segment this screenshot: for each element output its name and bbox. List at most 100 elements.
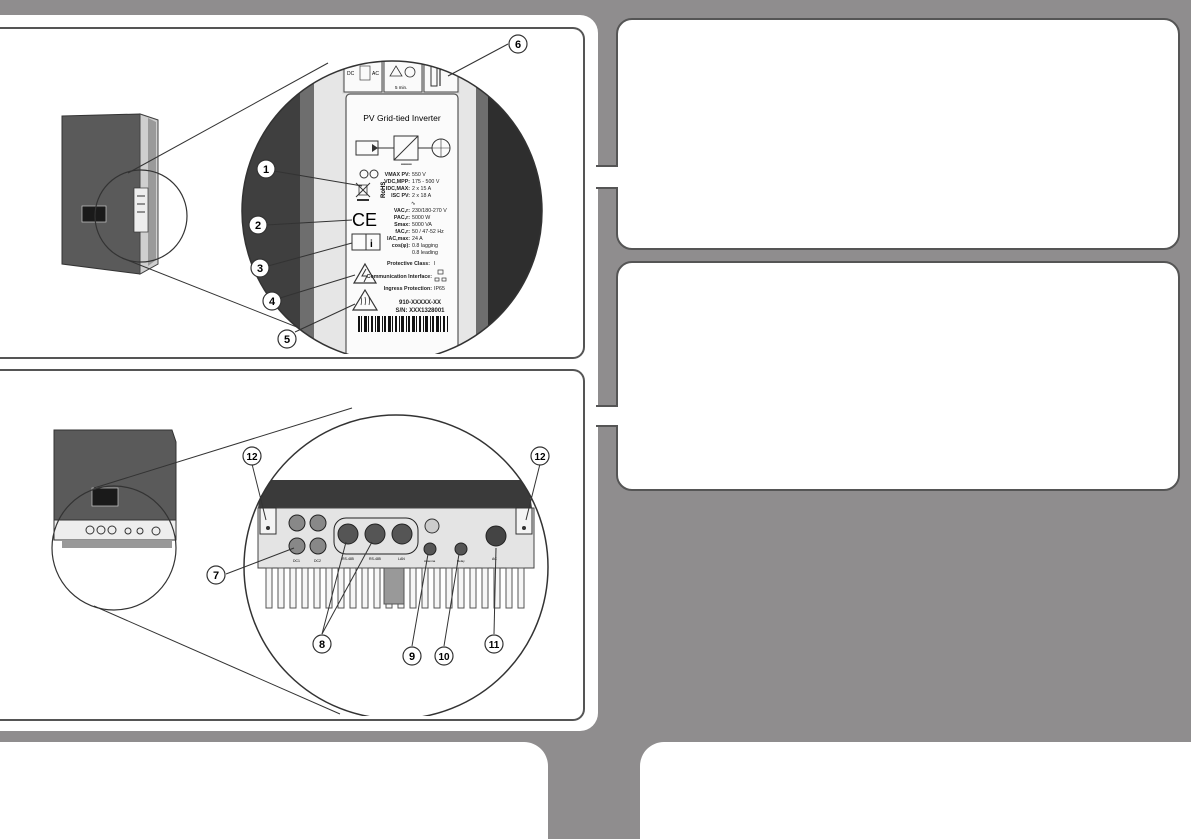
- spec-value: 0.8 leading: [412, 250, 438, 256]
- spec-value: 230/180-270 V: [412, 208, 447, 214]
- spec-name: cos(φ):: [392, 243, 410, 249]
- earth-icon: [369, 169, 379, 179]
- dc-connectors: [288, 514, 327, 555]
- ce-mark-icon: CE: [352, 210, 377, 230]
- svg-text:8: 8: [319, 639, 325, 651]
- spec-value: 5000 W: [412, 215, 430, 221]
- spec-value: 175 - 500 V: [412, 179, 440, 185]
- magnifier-small-circle: [51, 485, 177, 611]
- wait-time: 5 min.: [395, 85, 407, 90]
- relay-connector: [454, 542, 468, 556]
- hot-surface-icon: [351, 288, 379, 311]
- protective-class-value: I: [434, 261, 435, 267]
- timer-icon: [404, 66, 416, 78]
- callout-1: 1: [256, 159, 276, 179]
- callout-8: 8: [312, 634, 332, 654]
- spec-value: 50 / 47-52 Hz: [412, 229, 444, 235]
- ac-label: AC: [492, 557, 497, 561]
- svg-text:3: 3: [257, 263, 263, 275]
- barcode: [358, 316, 448, 332]
- svg-text:4: 4: [269, 296, 276, 308]
- network-icon: [434, 269, 447, 282]
- model-number: 910-XXXXX-XX: [399, 300, 441, 306]
- magnifier-large-circle: [241, 60, 543, 354]
- dc2-label: DC2: [314, 559, 321, 563]
- grid-globe-icon: [431, 138, 451, 158]
- protective-class-label: Protective Class:: [387, 261, 430, 267]
- description-panel-top: [616, 18, 1180, 250]
- read-manual-icon: i: [351, 233, 381, 251]
- spec-name: IAC,max:: [387, 236, 410, 242]
- svg-text:2: 2: [255, 220, 261, 232]
- bottom-panel-right: [640, 742, 1191, 839]
- inverter-symbol-icon: [355, 135, 432, 161]
- svg-text:5: 5: [284, 334, 290, 346]
- callout-4: 4: [262, 291, 282, 311]
- callout-9: 9: [402, 646, 422, 666]
- spec-name: IDC,MAX:: [386, 186, 410, 192]
- spec-name: Smax:: [394, 222, 410, 228]
- pressure-valve: [424, 518, 440, 534]
- svg-text:11: 11: [489, 640, 500, 651]
- svg-text:9: 9: [409, 651, 415, 663]
- panel-connector-top: [596, 165, 618, 189]
- svg-text:1: 1: [263, 164, 269, 176]
- svg-text:6: 6: [515, 39, 521, 51]
- spec-name: PAC,r:: [394, 215, 410, 221]
- callout-2: 2: [248, 215, 268, 235]
- callout-6: 6: [508, 34, 528, 54]
- rs485-out-label: RS-485: [369, 557, 381, 561]
- ac-label: AC: [372, 71, 379, 77]
- spec-value: 2 x 18 A: [412, 193, 432, 199]
- inverter-thumbnail: [61, 113, 159, 275]
- inverter-bottom-thumbnail: [53, 429, 177, 548]
- antenna-label: Antenna: [424, 559, 436, 563]
- antenna-connector: [423, 542, 437, 556]
- spec-name: ISC PV:: [391, 193, 410, 199]
- svg-text:i: i: [370, 239, 373, 250]
- callout-5: 5: [277, 329, 297, 349]
- spec-name: VAC,r:: [394, 208, 410, 214]
- serial-number: S/N: XXX1328001: [395, 308, 445, 314]
- relay-label: Relay: [457, 559, 465, 563]
- ingress-value: IP65: [434, 286, 445, 292]
- spec-value: 5000 VA: [412, 222, 432, 228]
- ingress-label: Ingress Protection:: [384, 286, 433, 292]
- label-title: PV Grid-tied Inverter: [363, 113, 441, 123]
- warning-triangle-icon: [389, 65, 403, 77]
- magnifier-small-circle: [94, 169, 188, 263]
- svg-text:12: 12: [246, 452, 258, 463]
- callout-12-left: 12: [242, 446, 262, 466]
- panel-connector-middle: [596, 405, 618, 427]
- dc1-label: DC1: [293, 559, 300, 563]
- description-panel-middle: [616, 261, 1180, 491]
- lan-label: LAN: [398, 557, 405, 561]
- dc-symbol: ═══: [400, 162, 412, 168]
- spec-value: 2 x 15 A: [412, 186, 432, 192]
- spec-value: 0.8 lagging: [412, 243, 438, 249]
- spec-name: VDC,MPP:: [384, 179, 410, 185]
- rohs-mark: RoHS: [381, 182, 387, 198]
- connections-diagram: DC1 DC2 RS-485 RS-485 LAN Antenna Relay …: [51, 407, 550, 716]
- svg-text:12: 12: [534, 452, 546, 463]
- bottom-panel-left: [0, 742, 548, 839]
- communication-glands: [333, 517, 419, 555]
- spec-name: VMAX PV:: [385, 172, 411, 178]
- dc-label: DC: [347, 71, 355, 77]
- comm-interface-label: Communication Interface:: [367, 274, 433, 280]
- spec-value: 24 A: [412, 236, 423, 242]
- no-transformer-icon: [359, 169, 369, 179]
- electric-hazard-icon: [352, 262, 378, 284]
- spec-value: 550 V: [412, 172, 426, 178]
- callout-10: 10: [434, 646, 454, 666]
- rs485-in-label: RS-485: [342, 557, 354, 561]
- callout-12-right: 12: [530, 446, 550, 466]
- callout-11: 11: [484, 634, 504, 654]
- callout-3: 3: [250, 258, 270, 278]
- spec-name: fAC,r:: [395, 229, 410, 235]
- ac-symbol: ∿: [411, 201, 415, 207]
- svg-text:7: 7: [213, 570, 219, 582]
- callout-7: 7: [206, 565, 226, 585]
- ac-connector: [485, 525, 507, 547]
- svg-text:10: 10: [438, 652, 450, 663]
